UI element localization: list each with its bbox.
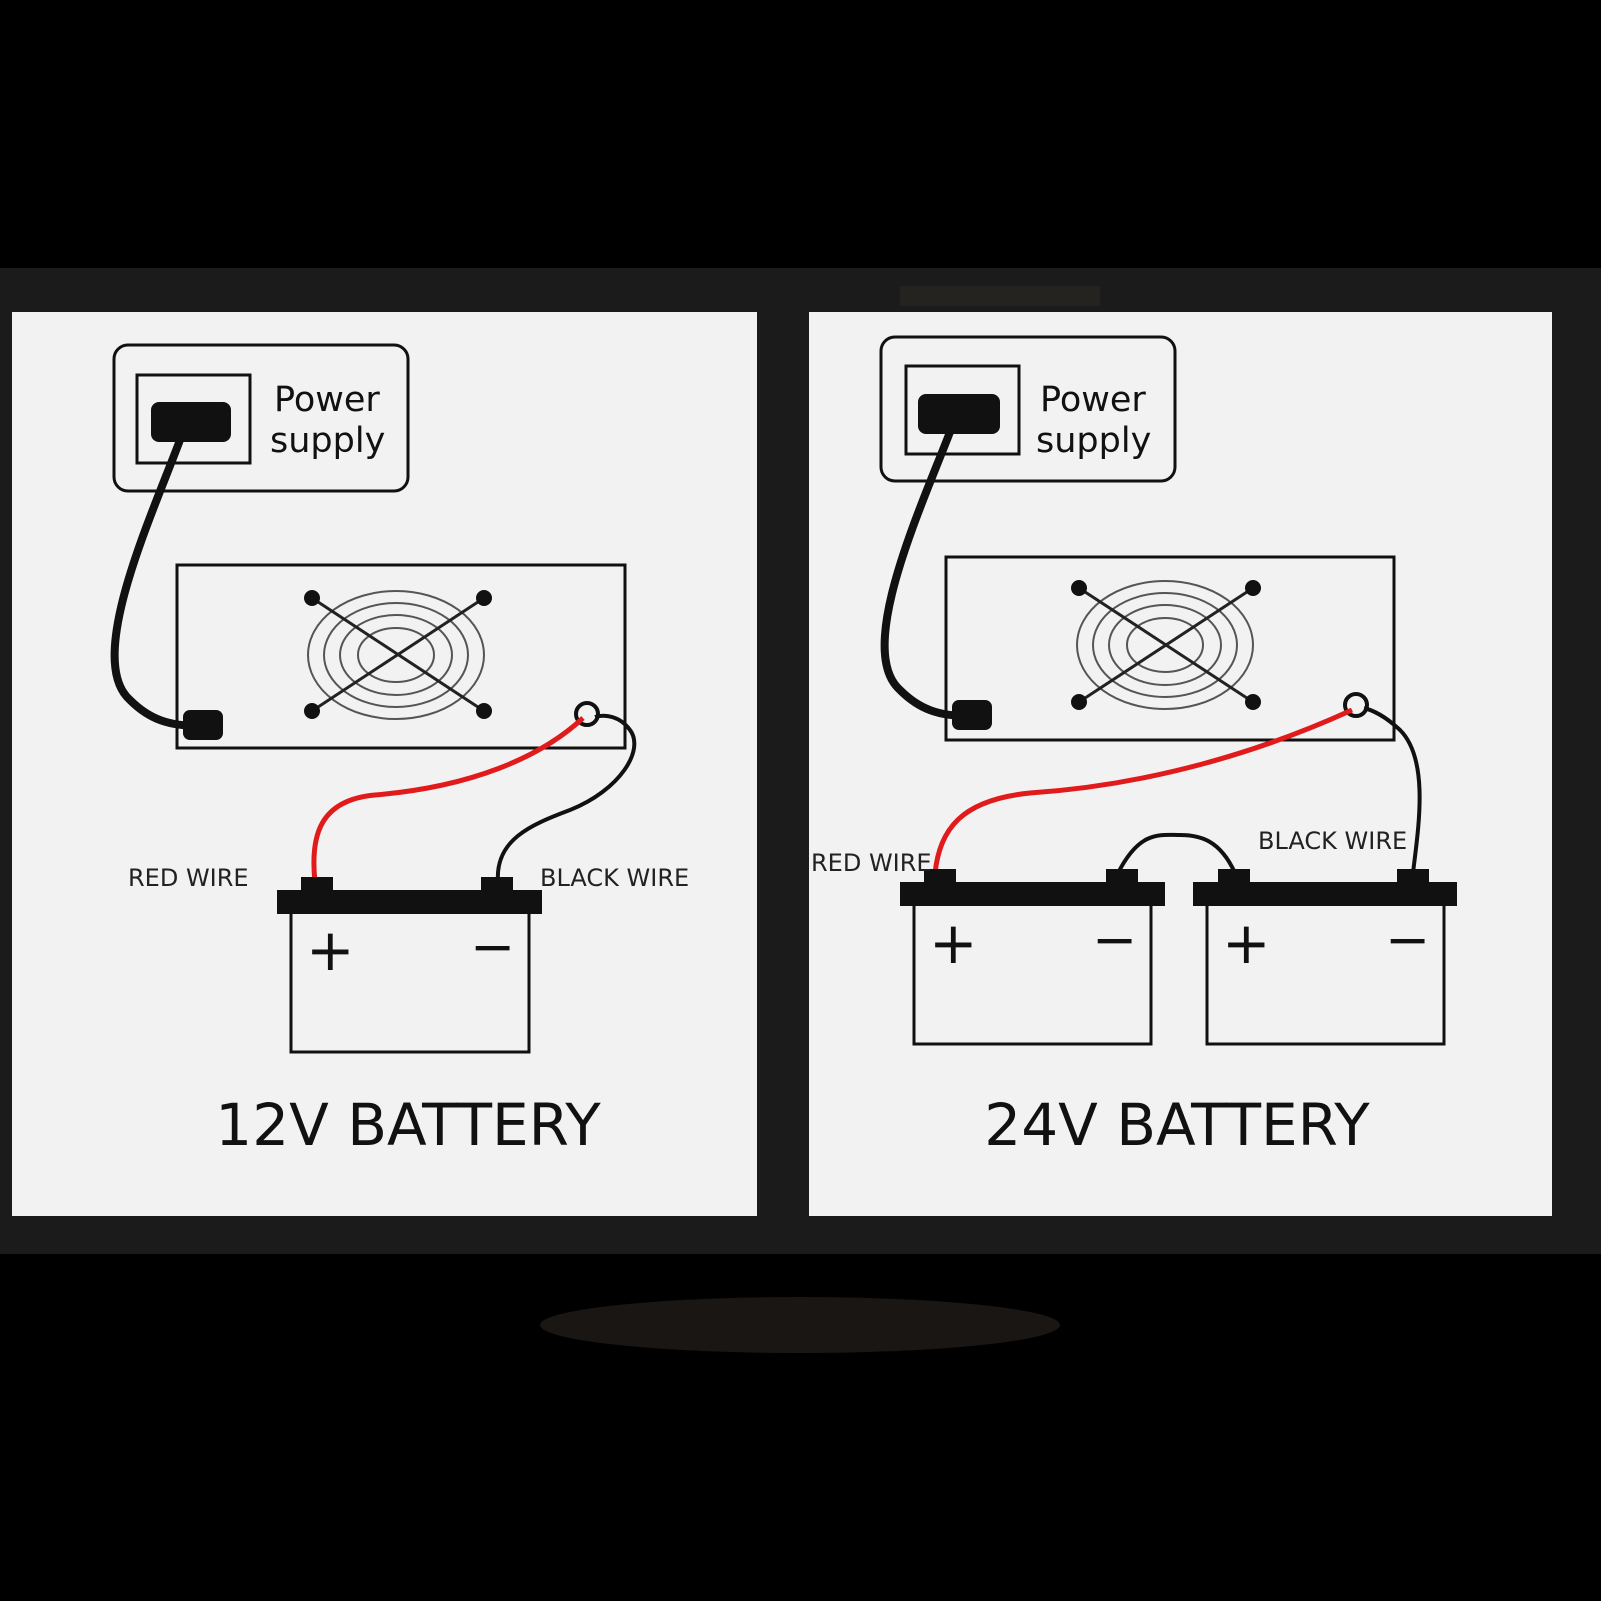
power-supply-outer-box xyxy=(879,335,1177,483)
panel-title-24v: 24V BATTERY xyxy=(984,1091,1370,1159)
battery-body xyxy=(289,910,531,1054)
black-wire-label-24v: BLACK WIRE xyxy=(1258,827,1407,855)
power-supply-label-line2: supply xyxy=(1036,421,1151,461)
red-wire-24v xyxy=(932,707,1354,874)
battery-minus-sign: − xyxy=(470,915,515,978)
power-supply-label-line2: supply xyxy=(270,421,385,461)
power-socket-frame xyxy=(904,364,1021,456)
power-socket-frame xyxy=(135,373,252,465)
battery-lid xyxy=(900,882,1165,906)
panel-24v-background xyxy=(809,312,1552,1216)
black-wire-12v xyxy=(495,713,637,883)
battery-plus-sign: + xyxy=(929,909,978,977)
black-wire-label-12v: BLACK WIRE xyxy=(540,864,689,892)
power-supply-label-line1: Power xyxy=(274,380,380,420)
battery-body xyxy=(912,902,1153,1046)
fan-icon xyxy=(304,590,492,720)
inverter-terminal xyxy=(1343,692,1369,718)
bottom-glow xyxy=(540,1297,1060,1353)
power-cable-12v xyxy=(110,436,204,730)
inverter-terminal xyxy=(574,701,600,727)
battery-plus-sign: + xyxy=(1222,909,1271,977)
battery-lid xyxy=(1193,882,1457,906)
power-plug-icon xyxy=(151,402,231,442)
battery-minus-sign: − xyxy=(1092,908,1137,971)
power-supply-12v: Power supply xyxy=(112,343,410,493)
panel-12v: Power supply xyxy=(12,312,757,1216)
panel-title-12v: 12V BATTERY xyxy=(215,1091,601,1159)
battery-body xyxy=(1205,902,1446,1046)
panel-24v: Power supply xyxy=(809,312,1552,1216)
inverter-body xyxy=(944,555,1396,742)
power-supply-outer-box xyxy=(112,343,410,493)
inverter-power-port xyxy=(952,700,992,730)
power-plug-icon xyxy=(918,394,1000,434)
battery-24v-a: + − xyxy=(900,869,1165,1046)
battery-plus-sign: + xyxy=(306,916,355,984)
inverter-24v xyxy=(944,555,1396,742)
red-wire-label-24v: RED WIRE xyxy=(811,849,932,877)
black-wire-24v xyxy=(1363,706,1422,874)
red-wire-label-12v: RED WIRE xyxy=(128,864,249,892)
jumper-wire-24v xyxy=(1116,832,1237,874)
battery-minus-sign: − xyxy=(1385,908,1430,971)
inverter-body xyxy=(175,563,627,750)
power-supply-label-line1: Power xyxy=(1040,380,1146,420)
power-supply-24v: Power supply xyxy=(879,335,1177,483)
battery-24v-b: + − xyxy=(1193,869,1457,1046)
battery-lid xyxy=(277,890,542,914)
fan-icon xyxy=(1071,580,1261,710)
battery-12v: + − xyxy=(277,877,542,1054)
power-cable-24v xyxy=(880,428,972,720)
inverter-12v xyxy=(175,563,627,750)
frame-highlight xyxy=(900,286,1100,306)
red-wire-12v xyxy=(311,716,585,883)
